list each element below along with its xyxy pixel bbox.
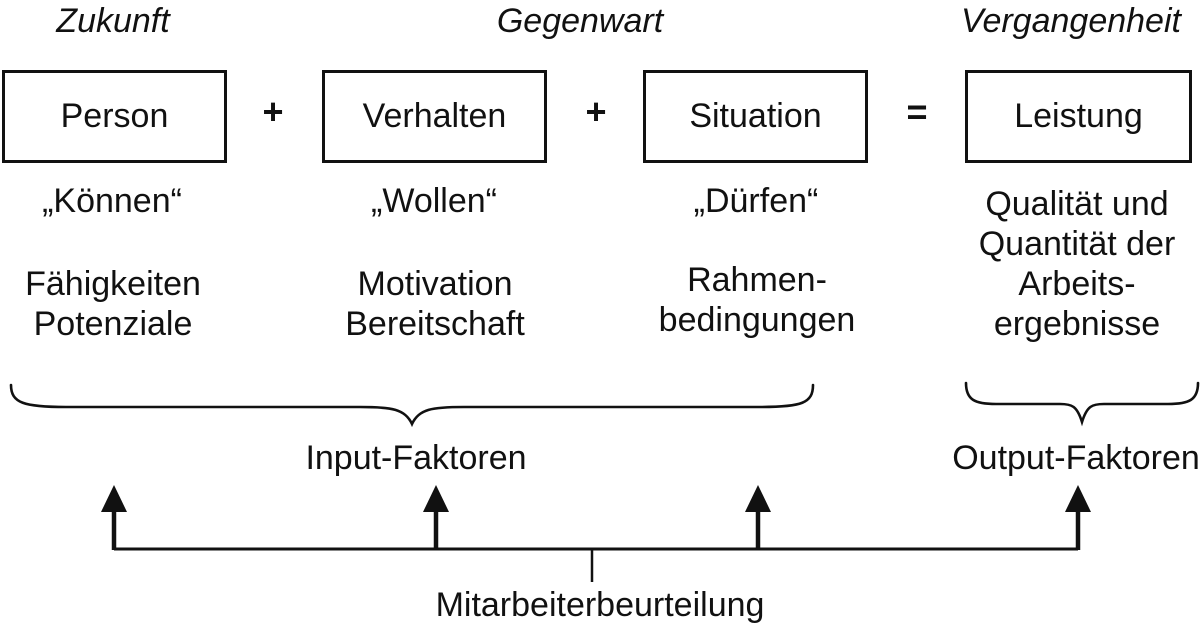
timeline-label-vergangenheit: Vergangenheit <box>961 2 1181 40</box>
box-situation: Situation <box>643 70 868 163</box>
arrow-up-icon <box>1065 485 1091 550</box>
footer-label: Mitarbeiterbeurteilung <box>435 586 765 624</box>
quote-wollen: „Wollen“ <box>371 182 497 220</box>
assessment-arrows <box>0 482 1204 594</box>
factor-line: bedingungen <box>658 301 856 339</box>
factors-leistung: Qualität und Quantität der Arbeits- erge… <box>979 184 1176 344</box>
timeline-label-gegenwart: Gegenwart <box>496 2 664 40</box>
factor-line: Arbeits- <box>1018 265 1136 303</box>
box-situation-label: Situation <box>689 97 822 135</box>
output-group-brace <box>963 379 1201 427</box>
operator-equals: = <box>906 91 928 132</box>
box-person-label: Person <box>60 97 169 135</box>
timeline-label-zukunft: Zukunft <box>56 2 170 40</box>
factor-line: Rahmen- <box>687 261 827 299</box>
operator-plus-2: + <box>585 91 607 132</box>
quote-duerfen: „Dürfen“ <box>693 182 819 220</box>
factors-situation: Rahmen- bedingungen <box>659 260 856 340</box>
factor-line: Fähigkeiten <box>25 265 201 303</box>
factors-person: Fähigkeiten Potenziale <box>25 264 201 344</box>
factors-verhalten: Motivation Bereitschaft <box>345 264 525 344</box>
factor-line: ergebnisse <box>993 305 1161 343</box>
arrow-up-icon <box>745 485 771 550</box>
quote-koennen: „Können“ <box>42 182 182 220</box>
box-verhalten: Verhalten <box>322 70 547 163</box>
factor-line: Bereitschaft <box>345 305 525 343</box>
output-factors-label: Output-Faktoren <box>952 439 1200 477</box>
factor-line: Potenziale <box>33 305 193 343</box>
box-verhalten-label: Verhalten <box>362 97 507 135</box>
operator-plus-1: + <box>262 91 284 132</box>
arrow-up-icon <box>423 485 449 550</box>
box-person: Person <box>2 70 227 163</box>
factor-line: Qualität und <box>985 185 1169 223</box>
input-factors-label: Input-Faktoren <box>305 439 527 477</box>
factor-line: Motivation <box>357 265 513 303</box>
factor-line: Quantität der <box>978 225 1176 263</box>
input-group-brace <box>8 381 816 429</box>
box-leistung: Leistung <box>965 70 1192 163</box>
arrow-up-icon <box>101 485 127 550</box>
box-leistung-label: Leistung <box>1014 97 1143 135</box>
